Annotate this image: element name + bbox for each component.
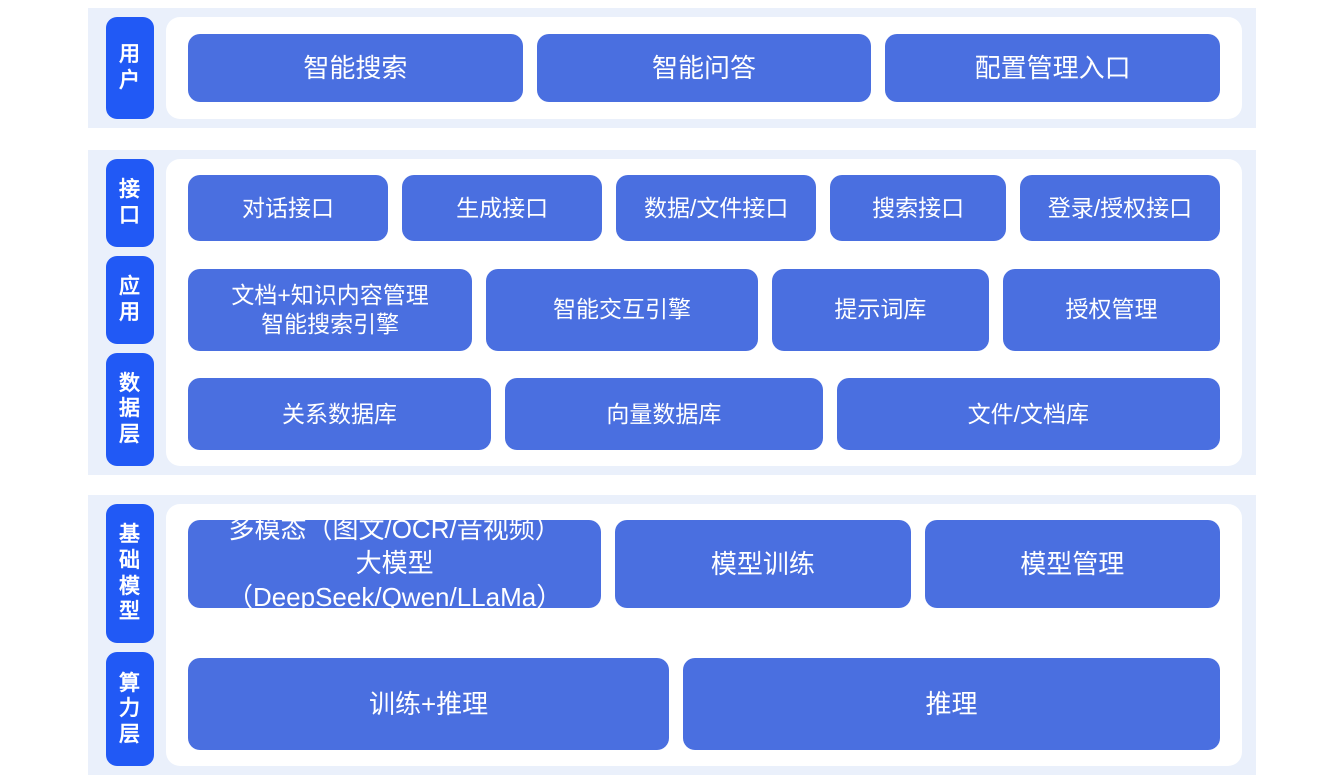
layer-tab-base-model[interactable]: 基础模型 [106,504,154,644]
box-document-knowledge-management[interactable]: 文档+知识内容管理 智能搜索引擎 [188,268,473,351]
box-relational-database[interactable]: 关系数据库 [188,378,492,450]
box-model-management[interactable]: 模型管理 [924,520,1220,608]
box-vector-database[interactable]: 向量数据库 [505,378,823,450]
box-file-document-store[interactable]: 文件/文档库 [836,378,1220,450]
box-data-file-api[interactable]: 数据/文件接口 [616,175,817,241]
panel-user: 智能搜索 智能问答 配置管理入口 [166,17,1242,119]
layer-tab-application-label: 应用 [119,275,141,324]
box-search-api[interactable]: 搜索接口 [830,175,1006,241]
box-model-training[interactable]: 模型训练 [615,520,911,608]
row-interface: 对话接口 生成接口 数据/文件接口 搜索接口 登录/授权接口 [188,175,1220,241]
tab-column-base: 基础模型 算力层 [88,495,154,775]
box-smart-interaction-engine[interactable]: 智能交互引擎 [486,268,758,351]
section-user: 用户 智能搜索 智能问答 配置管理入口 [88,8,1256,128]
box-config-management-entry[interactable]: 配置管理入口 [885,34,1221,102]
layer-tab-user-label: 用户 [119,43,141,92]
tab-column-user: 用户 [88,8,154,128]
row-user-entries: 智能搜索 智能问答 配置管理入口 [188,34,1221,102]
layer-tab-user[interactable]: 用户 [106,17,154,119]
layer-tab-compute[interactable]: 算力层 [106,652,154,767]
box-smart-qa[interactable]: 智能问答 [536,34,872,102]
tab-column-middle: 接口 应用 数据层 [88,150,154,475]
section-base: 基础模型 算力层 多模态（图文/OCR/音视频） 大模型（DeepSeek/Qw… [88,495,1256,775]
box-generation-api[interactable]: 生成接口 [402,175,603,241]
row-application: 文档+知识内容管理 智能搜索引擎 智能交互引擎 提示词库 授权管理 [188,268,1220,351]
box-multimodal-large-model[interactable]: 多模态（图文/OCR/音视频） 大模型（DeepSeek/Qwen/LLaMa） [188,514,602,612]
row-compute: 训练+推理 推理 [188,658,1220,750]
layer-tab-compute-label: 算力层 [119,671,141,746]
box-smart-search[interactable]: 智能搜索 [188,34,523,102]
layer-tab-data-label: 数据层 [119,371,141,447]
row-data: 关系数据库 向量数据库 文件/文档库 [188,378,1220,450]
box-authorization-management[interactable]: 授权管理 [1002,268,1220,351]
panel-base: 多模态（图文/OCR/音视频） 大模型（DeepSeek/Qwen/LLaMa）… [166,504,1242,766]
box-login-auth-api[interactable]: 登录/授权接口 [1019,175,1220,241]
layer-tab-interface[interactable]: 接口 [106,159,154,247]
layer-tab-application[interactable]: 应用 [106,255,154,344]
section-middle: 接口 应用 数据层 对话接口 生成接口 数据/文件接口 搜索接口 登录/授权接口… [88,150,1256,475]
layer-tab-data[interactable]: 数据层 [106,352,154,466]
layer-tab-base-model-label: 基础模型 [119,523,141,624]
row-models: 多模态（图文/OCR/音视频） 大模型（DeepSeek/Qwen/LLaMa）… [188,514,1220,612]
box-dialog-api[interactable]: 对话接口 [188,175,389,241]
box-prompt-library[interactable]: 提示词库 [771,268,989,351]
panel-middle: 对话接口 生成接口 数据/文件接口 搜索接口 登录/授权接口 文档+知识内容管理… [166,159,1242,466]
box-inference[interactable]: 推理 [683,658,1220,750]
layer-tab-interface-label: 接口 [119,178,141,227]
box-training-inference[interactable]: 训练+推理 [188,658,670,750]
